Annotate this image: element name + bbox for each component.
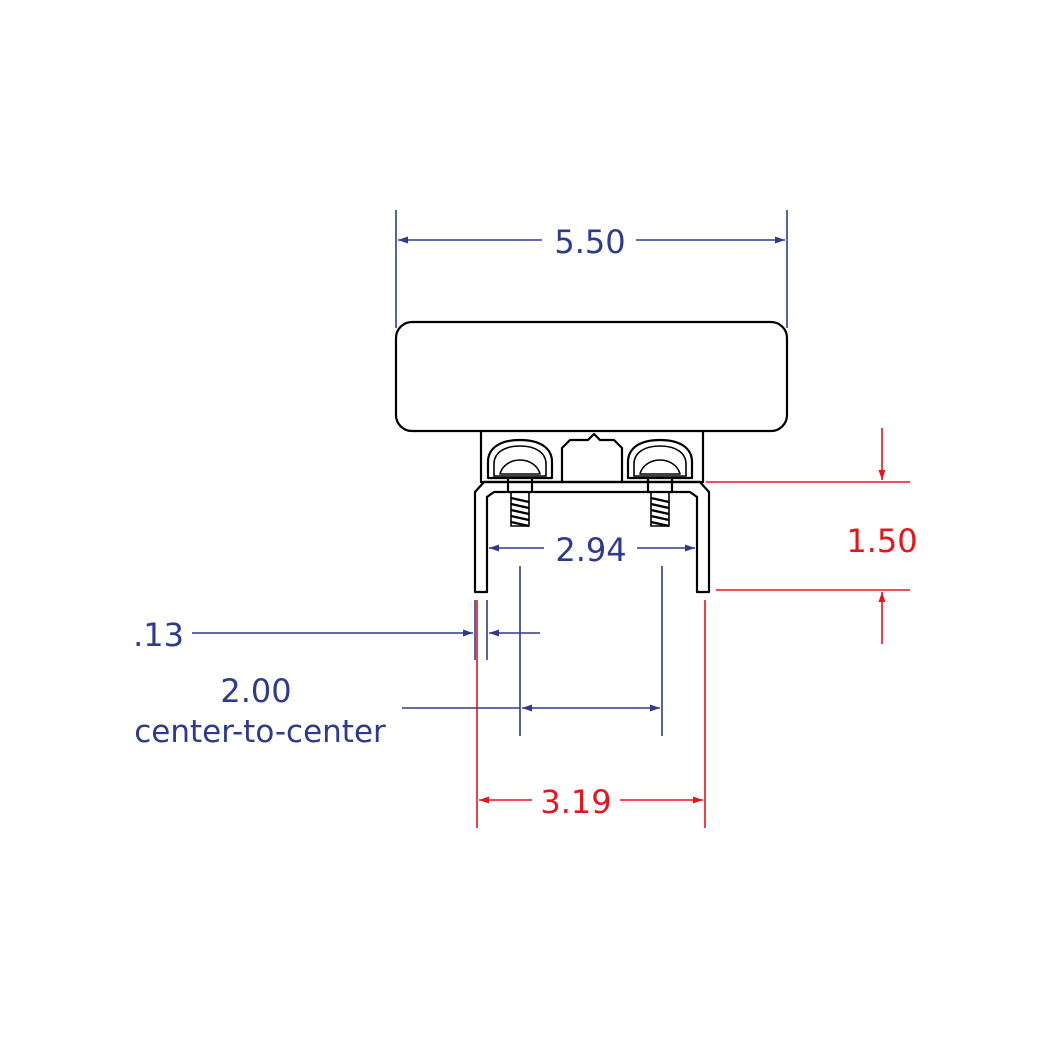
part-outline <box>394 320 789 594</box>
label-2-94: 2.94 <box>555 531 626 569</box>
label-13: .13 <box>133 616 184 654</box>
dimension-labels: 5.50 2.94 .13 2.00 center-to-center 3.19… <box>133 223 918 821</box>
channel-bracket <box>473 480 711 594</box>
label-5-50: 5.50 <box>554 223 625 261</box>
left-screw <box>486 438 554 528</box>
top-cap <box>394 320 789 433</box>
blue-dimensions <box>192 210 788 736</box>
right-screw <box>626 438 694 528</box>
red-dimensions <box>476 428 910 828</box>
label-1-50: 1.50 <box>846 522 917 560</box>
label-center-to-center: center-to-center <box>134 714 386 750</box>
label-3-19: 3.19 <box>540 783 611 821</box>
label-2-00: 2.00 <box>220 672 291 710</box>
center-housing <box>560 432 624 482</box>
